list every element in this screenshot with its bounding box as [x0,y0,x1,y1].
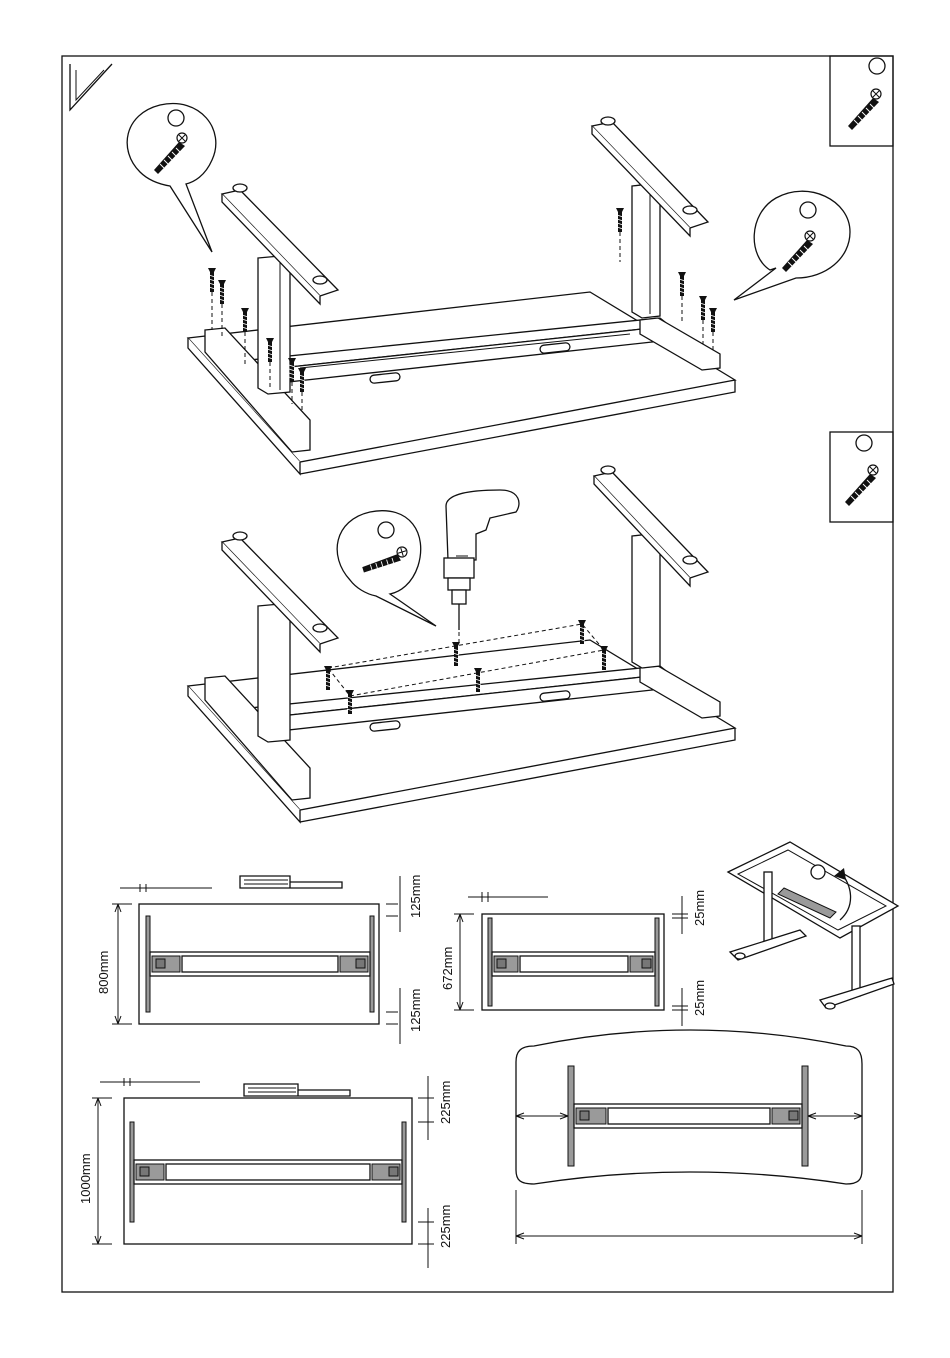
dim-label-25-bottom: 25mm [692,980,707,1016]
step-check-icon [70,64,112,110]
diagram-800mm: 800mm 125mm 125mm [96,875,423,1044]
drill-icon [444,490,519,630]
dim-label-125-top: 125mm [408,875,423,918]
diagram-curved-top [516,1030,862,1244]
dim-label-1000: 1000mm [78,1153,93,1204]
dim-label-672: 672mm [440,947,455,990]
legend-box-wood-screw [830,432,893,522]
dim-label-225-bottom: 225mm [438,1205,453,1248]
assembly-top [188,117,735,474]
diagram-1000mm: 1000mm 225mm 225mm [78,1076,453,1268]
dim-label-125-bottom: 125mm [408,989,423,1032]
callout-bolt-left [127,104,216,252]
dim-label-800: 800mm [96,951,111,994]
count-circle-icon [856,435,872,451]
bolt-icon [848,89,881,130]
callout-bolt-right [734,191,850,300]
assembly-middle [188,466,735,822]
count-circle-icon [869,58,885,74]
wood-screw-icon [845,465,878,506]
inset-crank-illustration [728,842,898,1009]
dim-label-25-top: 25mm [692,890,707,926]
diagram-672mm: 672mm 25mm 25mm [440,890,707,1026]
legend-box-bolt [830,56,893,146]
callout-wood-screw [337,511,436,626]
dim-label-225-top: 225mm [438,1081,453,1124]
